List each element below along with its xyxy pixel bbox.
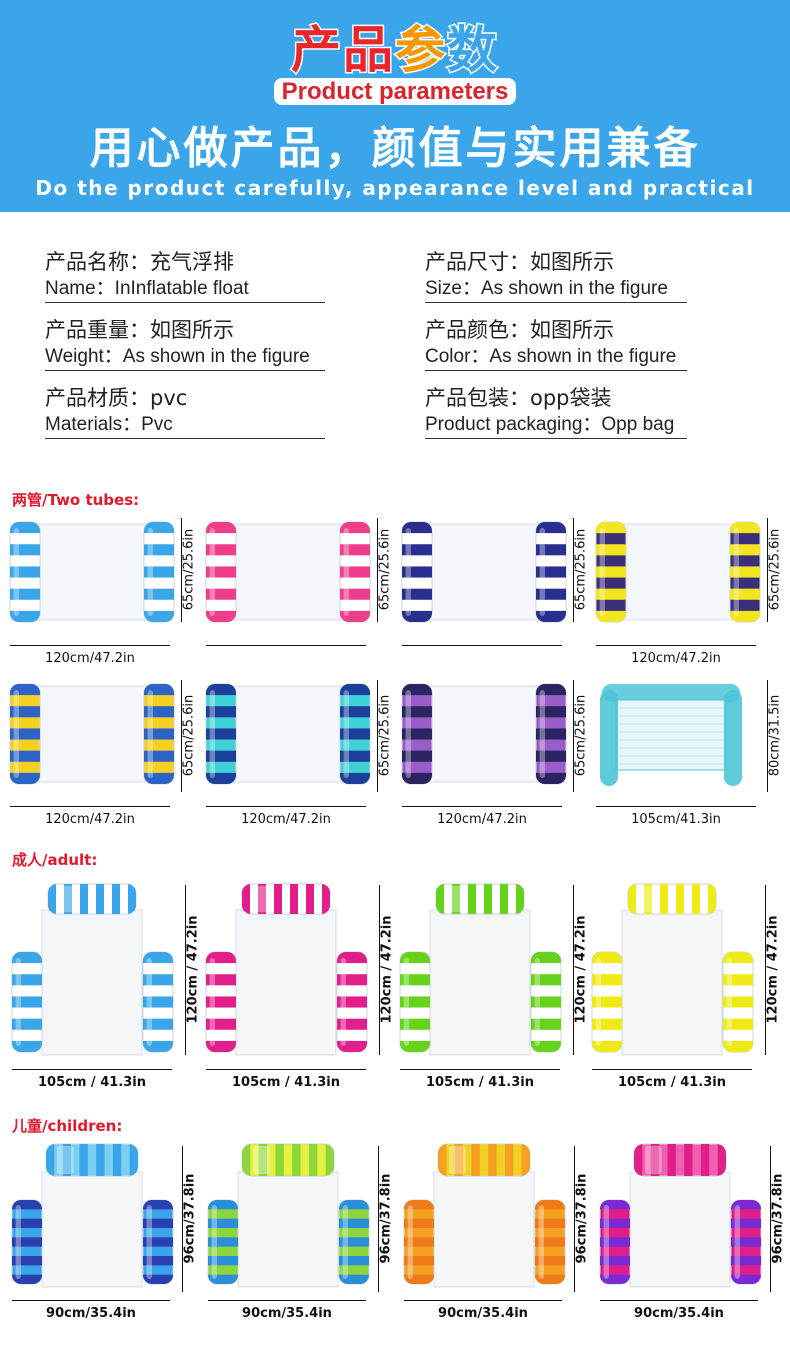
title-char: 品 — [342, 20, 395, 81]
height-line — [181, 680, 182, 792]
height-label: 96cm/37.8in — [770, 1173, 786, 1264]
width-line — [206, 645, 366, 646]
two-tube-float-image — [594, 518, 764, 626]
width-line — [12, 1069, 172, 1070]
height-label: 65cm/25.6in — [573, 528, 589, 611]
height-label: 65cm/25.6in — [181, 694, 197, 777]
width-line — [402, 806, 562, 807]
title-char: 数 — [446, 20, 499, 81]
height-line — [182, 1146, 183, 1292]
width-label: 105cm / 41.3in — [618, 1075, 726, 1090]
child-float-image — [10, 1142, 175, 1292]
height-line — [378, 1146, 379, 1292]
section-adult: 成人/adult: — [12, 851, 98, 869]
height-label: 65cm/25.6in — [181, 528, 197, 611]
two-tube-float-image — [204, 518, 374, 626]
height-label: 96cm/37.8in — [574, 1173, 590, 1264]
two-tube-float-image — [8, 518, 178, 626]
height-line — [573, 518, 574, 622]
height-line — [181, 518, 182, 622]
width-label: 105cm / 41.3in — [426, 1075, 534, 1090]
height-line — [574, 1146, 575, 1292]
height-label: 96cm/37.8in — [182, 1173, 198, 1264]
slogan-en: Do the product carefully, appearance lev… — [35, 176, 755, 200]
adult-float-image — [398, 882, 563, 1062]
width-line — [10, 645, 170, 646]
adult-float-image — [590, 882, 755, 1062]
header-banner: 产品参数 Product parameters 用心做产品，颜值与实用兼备 Do… — [0, 0, 790, 212]
width-line — [206, 806, 366, 807]
width-label: 120cm/47.2in — [631, 651, 721, 666]
width-label: 105cm / 41.3in — [38, 1075, 146, 1090]
width-line — [596, 806, 756, 807]
adult-float-image — [10, 882, 175, 1062]
width-line — [596, 645, 756, 646]
height-line — [573, 680, 574, 792]
height-line — [379, 885, 380, 1055]
two-tube-float-image — [204, 680, 374, 788]
width-label: 120cm/47.2in — [437, 812, 527, 827]
title-char: 产 — [290, 20, 343, 81]
width-line — [206, 1069, 366, 1070]
slogan-cn: 用心做产品，颜值与实用兼备 — [89, 123, 701, 174]
height-label: 120cm / 47.2in — [573, 915, 589, 1024]
height-line — [767, 518, 768, 622]
width-label: 120cm/47.2in — [45, 812, 135, 827]
width-label: 90cm/35.4in — [46, 1306, 136, 1321]
width-label: 90cm/35.4in — [634, 1306, 724, 1321]
height-label: 65cm/25.6in — [377, 528, 393, 611]
two-tube-float-image — [400, 680, 570, 788]
width-line — [404, 1300, 562, 1301]
width-line — [12, 1300, 170, 1301]
height-label: 65cm/25.6in — [767, 528, 783, 611]
section-two-tubes: 两管/Two tubes: — [12, 491, 140, 509]
width-line — [208, 1300, 366, 1301]
two-tube-float-image — [8, 680, 178, 788]
height-label: 96cm/37.8in — [378, 1173, 394, 1264]
height-label: 120cm / 47.2in — [379, 915, 395, 1024]
two-tube-float-image — [400, 518, 570, 626]
height-label: 120cm / 47.2in — [185, 915, 201, 1024]
width-label: 90cm/35.4in — [438, 1306, 528, 1321]
width-line — [402, 645, 562, 646]
width-line — [400, 1069, 560, 1070]
width-line — [592, 1069, 752, 1070]
height-label: 65cm/25.6in — [573, 694, 589, 777]
height-label: 120cm / 47.2in — [765, 915, 781, 1024]
height-line — [377, 680, 378, 792]
height-label: 65cm/25.6in — [377, 694, 393, 777]
width-label: 120cm/47.2in — [241, 812, 331, 827]
width-label: 90cm/35.4in — [242, 1306, 332, 1321]
width-line — [10, 806, 170, 807]
height-line — [770, 1146, 771, 1292]
width-line — [600, 1300, 758, 1301]
height-line — [767, 680, 768, 792]
width-label: 120cm/47.2in — [45, 651, 135, 666]
title-char: 参 — [394, 20, 447, 81]
height-line — [185, 885, 186, 1055]
child-float-image — [402, 1142, 567, 1292]
height-label: 80cm/31.5in — [767, 694, 783, 777]
width-label: 105cm / 41.3in — [232, 1075, 340, 1090]
mesh-lounger-image — [596, 680, 746, 790]
width-label: 105cm/41.3in — [631, 812, 721, 827]
height-line — [573, 885, 574, 1055]
title-cn: 产品参数 — [0, 10, 790, 82]
height-line — [765, 885, 766, 1055]
child-float-image — [598, 1142, 763, 1292]
height-line — [377, 518, 378, 622]
section-children: 儿童/children: — [12, 1117, 123, 1135]
child-float-image — [206, 1142, 371, 1292]
title-en: Product parameters — [0, 78, 790, 106]
adult-float-image — [204, 882, 369, 1062]
